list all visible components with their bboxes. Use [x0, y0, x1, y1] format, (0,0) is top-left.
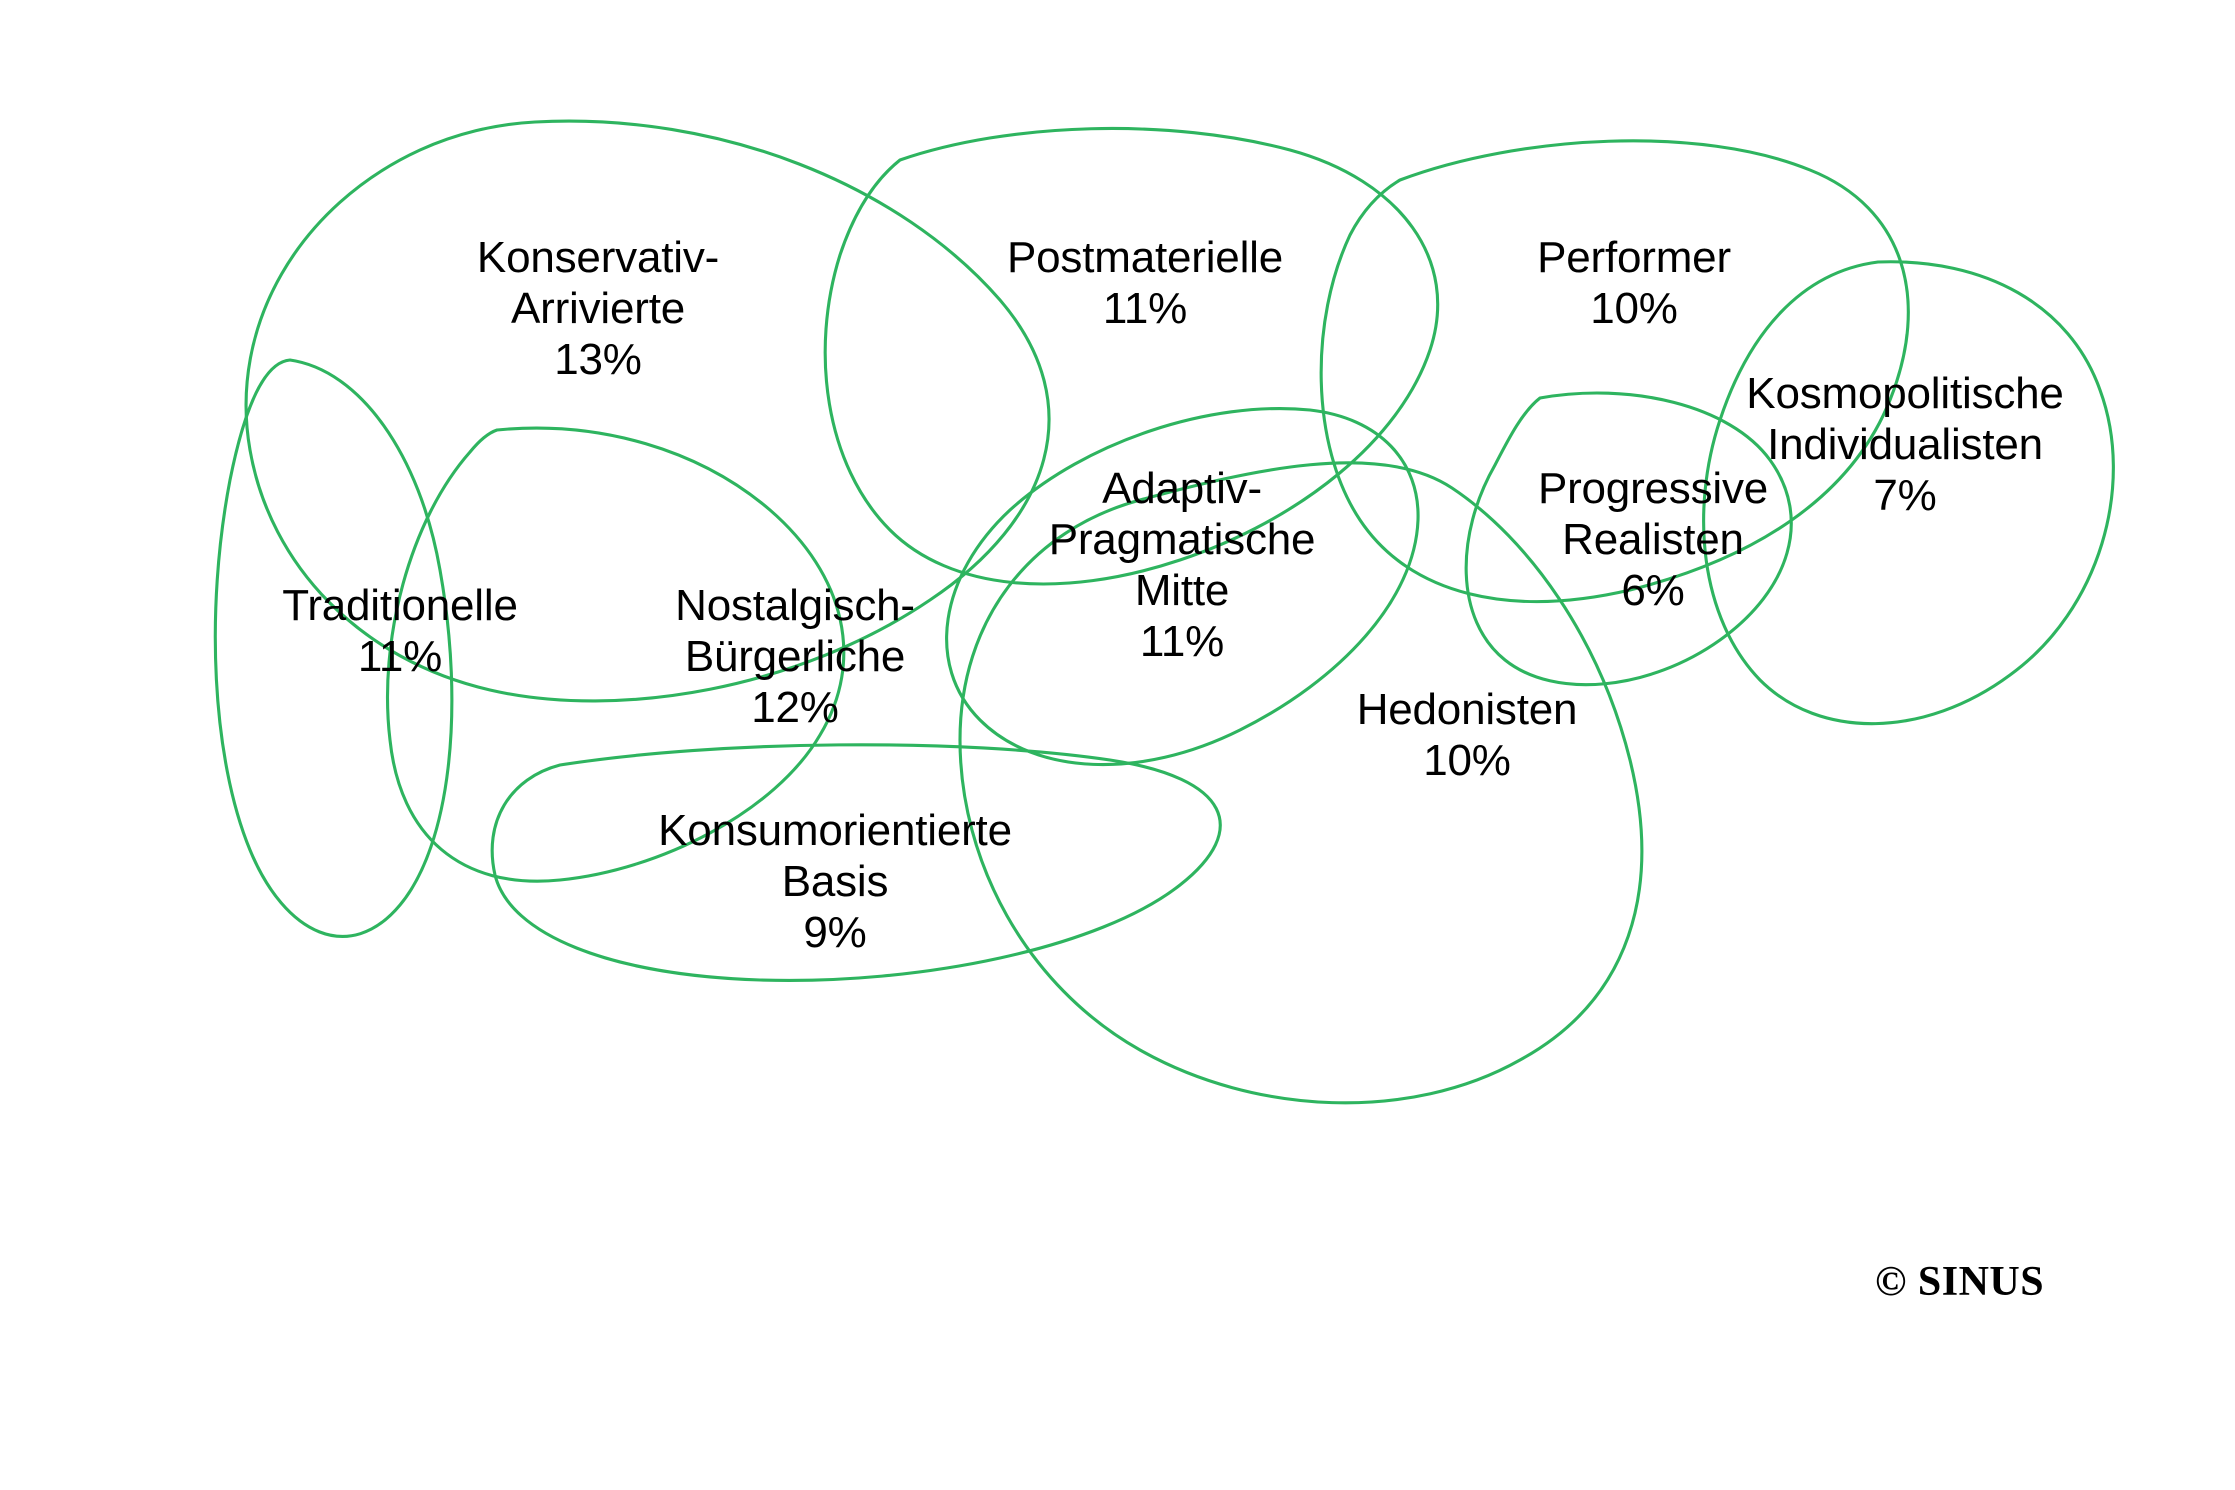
label-kosmopolitische-individualisten: Kosmopolitische Individualisten 7% — [1746, 368, 2064, 521]
milieu-share-performer: 10% — [1590, 284, 1678, 334]
milieu-name-progressive-realisten-line1: Progressive — [1537, 464, 1769, 513]
label-performer: Performer 10% — [1537, 232, 1731, 334]
shape-konsumorientierte-basis — [492, 745, 1220, 981]
milieu-share-kosmopolitische-individualisten: 7% — [1873, 471, 1937, 521]
milieu-name-kosmopolitische-individualisten-line1: Kosmopolitische — [1746, 369, 2064, 418]
milieu-name-adaptiv-pragmatische-mitte-line3: Mitte — [1134, 566, 1230, 616]
milieu-share-nostalgisch-buergerliche: 12% — [751, 683, 839, 733]
milieu-name-adaptiv-pragmatische-mitte-line2: Pragmatische — [1048, 515, 1316, 565]
shape-progressive-realisten — [1466, 393, 1791, 685]
milieu-share-hedonisten: 10% — [1423, 736, 1511, 786]
shape-kosmopolitische-individualisten — [1704, 262, 2114, 724]
milieu-name-konsumorientierte-basis-line1: Konsumorientierte — [658, 806, 1012, 855]
milieu-name-kosmopolitische-individualisten-line2: Individualisten — [1767, 420, 2043, 470]
label-postmaterielle: Postmaterielle 11% — [1007, 232, 1283, 334]
milieu-share-adaptiv-pragmatische-mitte: 11% — [1139, 617, 1225, 667]
milieu-name-performer: Performer — [1537, 233, 1731, 282]
milieu-name-postmaterielle: Postmaterielle — [1007, 233, 1283, 282]
label-hedonisten: Hedonisten 10% — [1357, 684, 1578, 786]
label-konservativ-arrivierte: Konservativ- Arrivierte 13% — [477, 232, 719, 385]
shape-nostalgisch-buergerliche — [388, 428, 844, 881]
milieu-name-konservativ-arrivierte-line1: Konservativ- — [476, 233, 720, 282]
milieu-share-traditionelle: 11% — [357, 632, 443, 682]
milieu-share-progressive-realisten: 6% — [1621, 566, 1685, 616]
milieu-name-nostalgisch-buergerliche-line1: Nostalgisch- — [675, 581, 915, 630]
label-nostalgisch-buergerliche: Nostalgisch- Bürgerliche 12% — [675, 580, 915, 733]
milieu-share-postmaterielle: 11% — [1102, 284, 1188, 334]
label-konsumorientierte-basis: Konsumorientierte Basis 9% — [658, 805, 1012, 958]
shape-hedonisten — [960, 463, 1642, 1103]
label-progressive-realisten: Progressive Realisten 6% — [1538, 463, 1768, 616]
milieu-share-konservativ-arrivierte: 13% — [554, 335, 642, 385]
milieu-share-konsumorientierte-basis: 9% — [803, 908, 867, 958]
milieu-name-nostalgisch-buergerliche-line2: Bürgerliche — [684, 632, 906, 682]
milieu-name-traditionelle: Traditionelle — [282, 581, 518, 630]
milieu-name-hedonisten: Hedonisten — [1356, 685, 1578, 734]
shape-adaptiv-pragmatische-mitte — [947, 409, 1418, 765]
shape-postmaterielle — [825, 128, 1438, 584]
milieu-name-konservativ-arrivierte-line2: Arrivierte — [510, 284, 686, 334]
milieu-name-konsumorientierte-basis-line2: Basis — [781, 857, 889, 907]
label-adaptiv-pragmatische-mitte: Adaptiv- Pragmatische Mitte 11% — [1049, 463, 1316, 667]
milieu-name-adaptiv-pragmatische-mitte-line1: Adaptiv- — [1102, 464, 1262, 513]
shape-performer — [1321, 141, 1908, 602]
copyright-sinus: © SINUS — [1875, 1259, 2045, 1305]
milieu-name-progressive-realisten-line2: Realisten — [1562, 515, 1744, 565]
shape-konservativ-arrivierte — [246, 121, 1049, 701]
label-traditionelle: Traditionelle 11% — [282, 580, 518, 682]
